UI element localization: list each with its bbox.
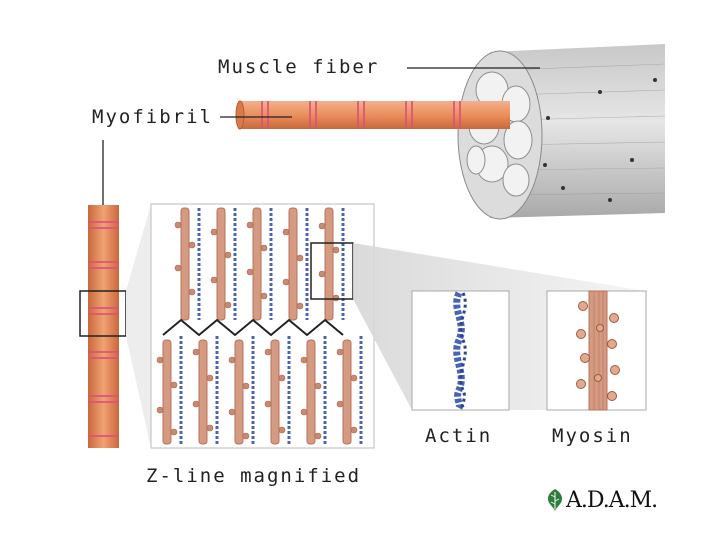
- myofibril-rod-illustration: [235, 100, 510, 130]
- adam-logo: A.D.A.M.: [544, 484, 658, 516]
- magnification-shadow: [126, 204, 151, 448]
- adam-logo-text: A.D.A.M.: [566, 487, 658, 513]
- actin-panel: [411, 290, 510, 411]
- myofibril-label: Myofibril: [92, 106, 213, 128]
- z-line-magnified-label: Z-line magnified: [146, 465, 362, 487]
- z-line-zigzag: [162, 318, 344, 337]
- z-line-magnified-panel: [150, 203, 375, 449]
- actin-label: Actin: [425, 425, 493, 447]
- myosin-label: Myosin: [552, 425, 633, 447]
- adam-leaf-icon: [547, 489, 563, 511]
- muscle-fiber-label: Muscle fiber: [218, 56, 380, 78]
- vertical-myofibril-illustration: [88, 205, 119, 448]
- myosin-panel: [546, 290, 647, 411]
- muscle-fiber-illustration: [457, 44, 666, 220]
